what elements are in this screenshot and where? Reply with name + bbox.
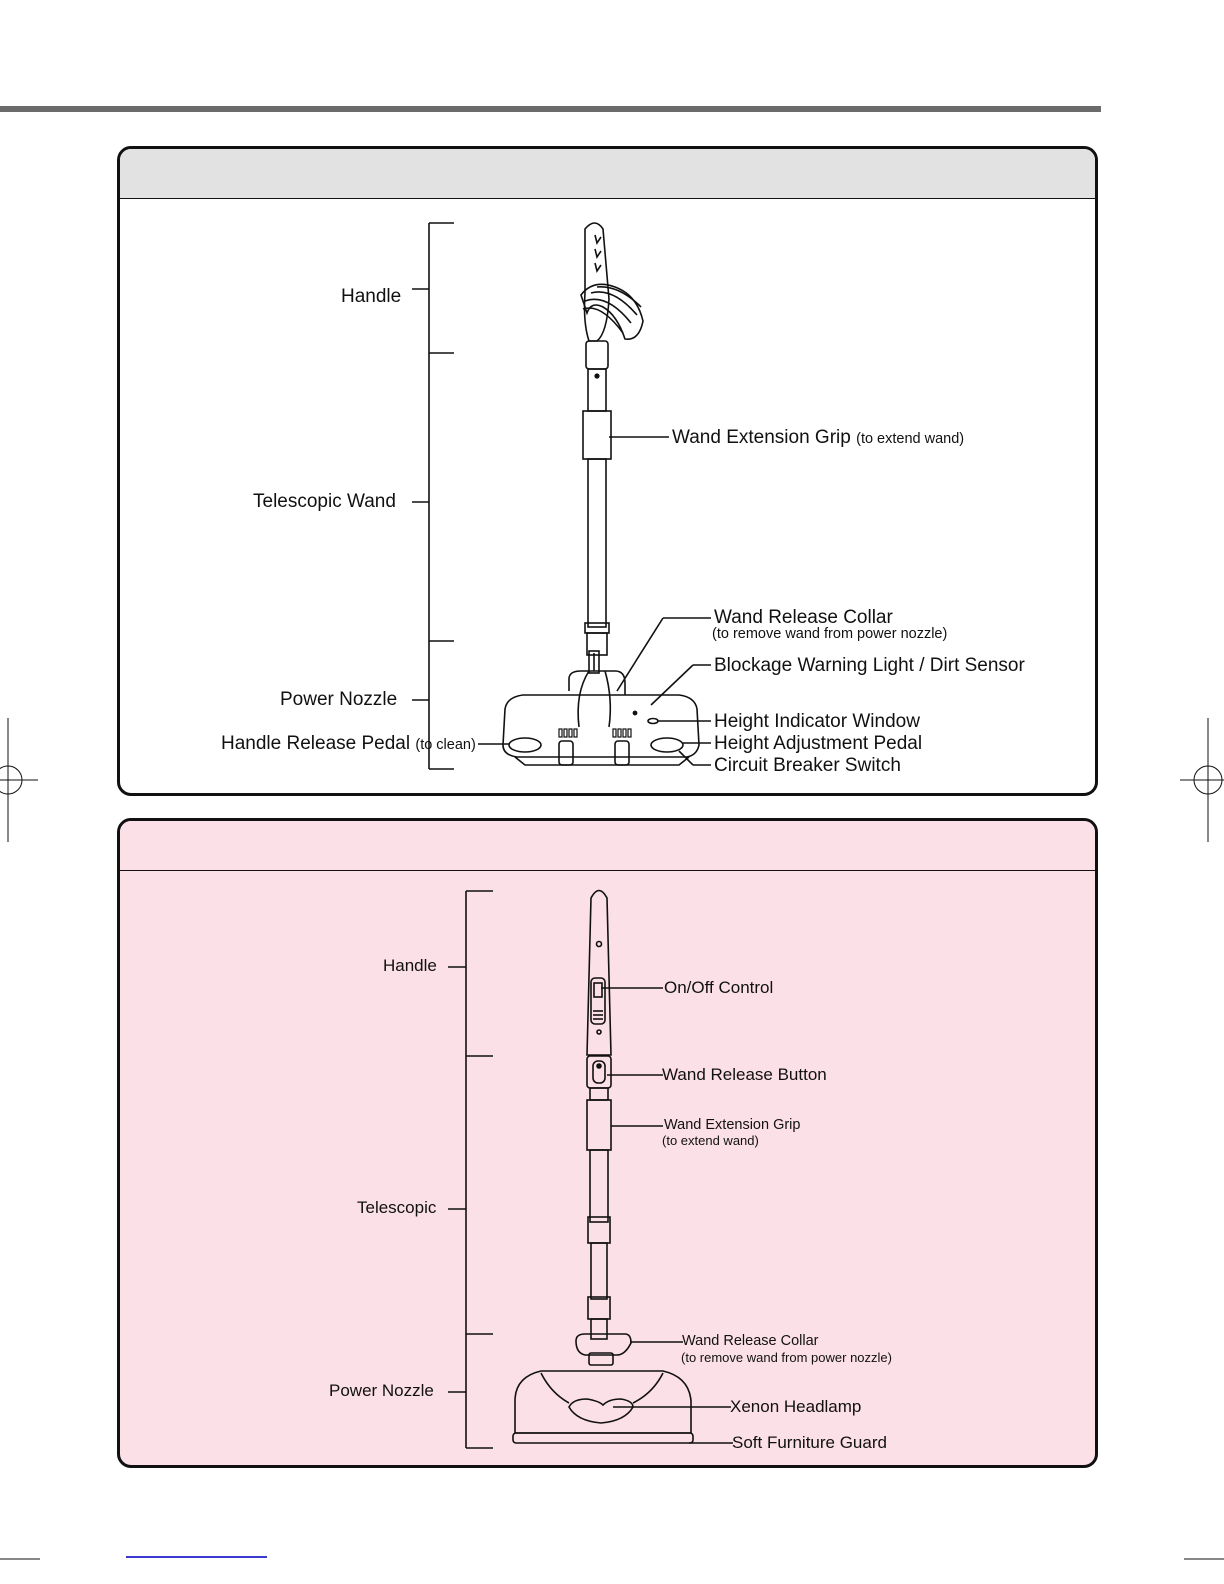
- height-indicator-window-label: Height Indicator Window: [714, 711, 920, 732]
- soft-furniture-guard-label: Soft Furniture Guard: [732, 1433, 887, 1452]
- range-label-telescopic-wand: Telescopic Wand: [253, 491, 396, 512]
- stick-wand-release-collar: [575, 1333, 632, 1356]
- hose-coil: [580, 283, 644, 340]
- stick-wand-lower: [590, 1242, 608, 1300]
- wand-release-collar-note: (to remove wand from power nozzle): [681, 1350, 892, 1365]
- wand-release-button-label: Wand Release Button: [662, 1065, 827, 1084]
- power-nozzle-body: [502, 694, 700, 758]
- wand-release-collar-note: (to remove wand from power nozzle): [712, 626, 948, 642]
- registration-mark-left: [0, 718, 38, 842]
- wand-release-collar-label: Wand Release Collar: [714, 607, 893, 628]
- nozzle-wheel-right: [614, 740, 630, 766]
- handle-release-pedal-label: Handle Release Pedal (to clean): [221, 733, 476, 754]
- registration-mark-right: [1180, 718, 1224, 842]
- wand-release-collar-label: Wand Release Collar: [682, 1333, 819, 1349]
- on-off-control-label: On/Off Control: [664, 978, 774, 997]
- panel-header: [120, 149, 1095, 199]
- xenon-headlamp: [568, 1398, 634, 1424]
- nozzle-wheel-left: [558, 740, 574, 766]
- footer-rule: [126, 1556, 267, 1558]
- soft-furniture-guard: [512, 1432, 694, 1444]
- stick-vacuum-diagram: [448, 889, 733, 1449]
- stick-wand-upper: [589, 1149, 609, 1223]
- stick-wand-extension-grip: [586, 1099, 612, 1151]
- handle-grip: [583, 222, 610, 342]
- stick-vacuum-panel: Handle Telescopic Power Nozzle On/Off Co…: [117, 818, 1098, 1468]
- blockage-warning-label: Blockage Warning Light / Dirt Sensor: [714, 655, 1025, 676]
- on-off-control: [590, 977, 606, 1025]
- top-rule: [0, 106, 1101, 112]
- wand-lower-tube: [587, 458, 607, 628]
- range-label-telescopic: Telescopic: [357, 1198, 437, 1217]
- handle-release-pedal: [508, 737, 542, 753]
- height-indicator-window: [647, 717, 659, 725]
- dirt-sensor-light: [632, 710, 638, 716]
- upright-vacuum-panel: Handle Telescopic Wand Power Nozzle Hand…: [117, 146, 1098, 796]
- nozzle-neck: [568, 670, 626, 695]
- wand-extension-grip: [582, 410, 612, 460]
- height-adjustment-pedal: [650, 737, 684, 753]
- xenon-headlamp-label: Xenon Headlamp: [730, 1397, 862, 1416]
- panel-header: [120, 821, 1095, 871]
- wand-joint-upper: [585, 340, 609, 370]
- stick-handle: [586, 889, 612, 1056]
- wand-extension-grip-label: Wand Extension Grip: [664, 1117, 801, 1133]
- circuit-breaker-switch-label: Circuit Breaker Switch: [714, 755, 901, 776]
- wand-extension-grip-note: (to extend wand): [662, 1133, 759, 1148]
- range-label-power-nozzle: Power Nozzle: [280, 689, 398, 710]
- stick-power-nozzle: [514, 1370, 692, 1434]
- range-label-power-nozzle: Power Nozzle: [329, 1381, 434, 1400]
- vacuum-diagram: [412, 222, 711, 770]
- range-label-handle: Handle: [383, 956, 437, 975]
- height-adjustment-pedal-label: Height Adjustment Pedal: [714, 733, 923, 754]
- range-label-handle: Handle: [341, 286, 402, 307]
- wand-extension-grip-label: Wand Extension Grip (to extend wand): [672, 427, 965, 448]
